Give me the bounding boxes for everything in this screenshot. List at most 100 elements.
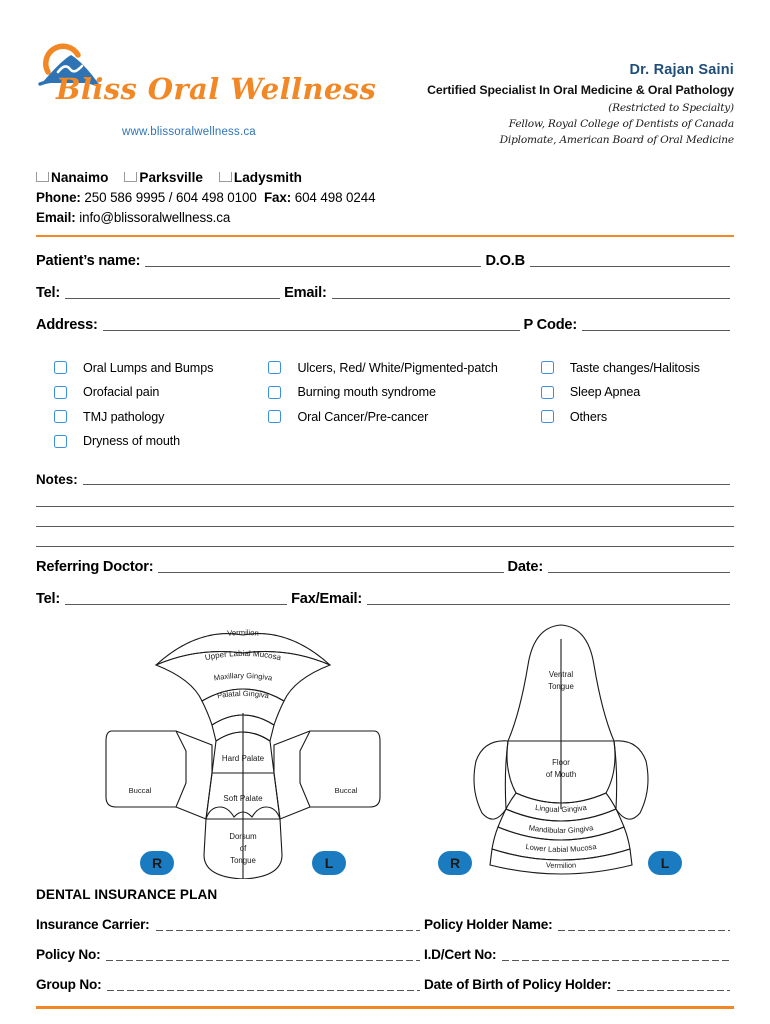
- checkbox-icon[interactable]: [268, 410, 282, 424]
- side-marker-left-label: L: [325, 855, 334, 871]
- insurance-carrier-input[interactable]: [155, 917, 420, 932]
- insurance-section-title: DENTAL INSURANCE PLAN: [36, 887, 218, 903]
- label-ventral-tongue-2: Tongue: [548, 682, 574, 691]
- condition-label: Sleep Apnea: [569, 385, 641, 400]
- checkbox-icon[interactable]: [218, 172, 232, 182]
- checkbox-icon[interactable]: [268, 361, 282, 375]
- location-checkbox-nanaimo[interactable]: Nanaimo: [36, 170, 108, 185]
- condition-burning-mouth-syndrome[interactable]: Burning mouth syndrome: [268, 380, 540, 405]
- policy-no-label: Policy No:: [36, 947, 101, 963]
- label-maxillary-gingiva: Maxillary Gingiva: [213, 671, 274, 683]
- id-cert-no-input[interactable]: [502, 947, 730, 962]
- label-upper-labial-mucosa: Upper Labial Mucosa: [204, 649, 282, 662]
- doctor-credentials: Dr. Rajan Saini Certified Specialist In …: [374, 62, 734, 150]
- referring-tel-input[interactable]: [65, 591, 288, 606]
- checkbox-icon[interactable]: [54, 385, 67, 399]
- label-hard-palate: Hard Palate: [222, 754, 265, 763]
- policy-holder-dob-input[interactable]: [617, 977, 730, 992]
- condition-label: Ulcers, Red/ White/Pigmented-patch: [297, 360, 498, 375]
- policy-holder-name-input[interactable]: [558, 917, 730, 932]
- checkbox-icon[interactable]: [268, 385, 282, 399]
- side-marker-right-label: R: [450, 855, 460, 871]
- side-marker-left: L: [312, 851, 346, 876]
- checkbox-icon[interactable]: [54, 361, 67, 375]
- checkbox-icon[interactable]: [540, 385, 554, 399]
- footer-divider: [36, 1006, 734, 1009]
- side-marker-right-label: R: [152, 855, 162, 871]
- referral-date-input[interactable]: [548, 559, 730, 574]
- phone-fax-line: Phone: 250 586 9995 / 604 498 0100 Fax: …: [36, 190, 734, 205]
- condition-label: Others: [569, 409, 608, 424]
- checkbox-icon[interactable]: [54, 410, 67, 424]
- notes-input-line-4[interactable]: [36, 527, 734, 548]
- location-checkbox-parksville[interactable]: Parksville: [124, 170, 203, 185]
- mandibular-oral-diagram[interactable]: Ventral Tongue Floor of Mouth Lingual Gi…: [436, 621, 686, 879]
- notes-input-line-3[interactable]: [36, 507, 734, 528]
- checkbox-icon[interactable]: [540, 410, 554, 424]
- condition-oral-lumps-and-bumps[interactable]: Oral Lumps and Bumps: [54, 355, 268, 380]
- patient-email-input[interactable]: [331, 285, 730, 300]
- checkbox-icon[interactable]: [36, 172, 49, 182]
- label-soft-palate: Soft Palate: [223, 794, 263, 803]
- label-floor-of-mouth-2: of Mouth: [546, 770, 576, 779]
- condition-taste-changes-halitosis[interactable]: Taste changes/Halitosis: [540, 355, 734, 380]
- condition-label: Orofacial pain: [83, 385, 160, 400]
- mountain-sun-logo-icon: [38, 43, 100, 87]
- label-dorsum-3: Tongue: [230, 856, 256, 865]
- policy-no-input[interactable]: [106, 947, 420, 962]
- patient-tel-row: Tel: Email:: [36, 285, 734, 301]
- patient-tel-input[interactable]: [65, 285, 281, 300]
- id-cert-no-label: I.D/Cert No:: [424, 947, 497, 963]
- label-buccal-left: Buccal: [335, 786, 358, 795]
- condition-ulcers-red-white-pigmented-patch[interactable]: Ulcers, Red/ White/Pigmented-patch: [268, 355, 540, 380]
- form-header: Bliss Oral Wellness www.blissoralwellnes…: [36, 0, 734, 168]
- condition-oral-cancer-pre-cancer[interactable]: Oral Cancer/Pre-cancer: [268, 404, 540, 429]
- condition-sleep-apnea[interactable]: Sleep Apnea: [540, 380, 734, 405]
- insurance-carrier-row: Insurance Carrier: Policy Holder Name:: [36, 917, 734, 932]
- location-label: Nanaimo: [51, 170, 109, 185]
- label-palatal-gingiva: Palatal Gingiva: [216, 689, 270, 701]
- location-checkbox-ladysmith[interactable]: Ladysmith: [218, 170, 302, 185]
- label-lingual-gingiva: Lingual Gingiva: [535, 803, 589, 814]
- referring-doctor-label: Referring Doctor:: [36, 559, 154, 576]
- referring-fax-email-input[interactable]: [367, 591, 730, 606]
- clinic-website[interactable]: www.blissoralwellness.ca: [122, 126, 256, 138]
- conditions-checklist: Oral Lumps and Bumps Orofacial pain TMJ …: [36, 355, 734, 453]
- email-label: Email:: [36, 210, 76, 225]
- label-floor-of-mouth-1: Floor: [552, 758, 570, 767]
- notes-row: Notes:: [36, 471, 734, 487]
- group-no-label: Group No:: [36, 977, 102, 993]
- clinic-locations: Nanaimo Parksville Ladysmith: [36, 170, 734, 185]
- referring-tel-row: Tel: Fax/Email:: [36, 591, 734, 607]
- condition-label: Burning mouth syndrome: [297, 385, 436, 400]
- condition-label: Taste changes/Halitosis: [569, 360, 700, 375]
- condition-tmj-pathology[interactable]: TMJ pathology: [54, 404, 268, 429]
- notes-input-line-2[interactable]: [36, 487, 734, 508]
- patient-email-label: Email:: [284, 285, 327, 302]
- patient-pcode-input[interactable]: [582, 317, 730, 332]
- patient-address-input[interactable]: [102, 317, 520, 332]
- condition-others[interactable]: Others: [540, 404, 734, 429]
- maxillary-oral-diagram[interactable]: Vermilion Upper Labial Mucosa Maxillary …: [98, 621, 388, 880]
- insurance-carrier-label: Insurance Carrier:: [36, 917, 150, 933]
- doctor-fellow: Fellow, Royal College of Dentists of Can…: [508, 118, 734, 130]
- label-vermilion-lower: Vermilion: [546, 861, 577, 871]
- doctor-restriction: (Restricted to Specialty): [608, 102, 734, 114]
- referring-doctor-row: Referring Doctor: Date:: [36, 559, 734, 575]
- email-value: info@blissoralwellness.ca: [79, 210, 231, 225]
- condition-dryness-of-mouth[interactable]: Dryness of mouth: [54, 429, 268, 454]
- patient-dob-input[interactable]: [530, 253, 730, 268]
- referring-doctor-input[interactable]: [158, 559, 504, 574]
- checkbox-icon[interactable]: [124, 172, 138, 182]
- group-no-input[interactable]: [107, 977, 420, 992]
- notes-input-line-1[interactable]: [82, 471, 730, 486]
- checkbox-icon[interactable]: [540, 361, 554, 375]
- patient-address-row: Address: P Code:: [36, 317, 734, 333]
- condition-orofacial-pain[interactable]: Orofacial pain: [54, 380, 268, 405]
- side-marker-left: L: [648, 851, 682, 876]
- policy-holder-dob-label: Date of Birth of Policy Holder:: [424, 977, 612, 993]
- checkbox-icon[interactable]: [54, 434, 67, 448]
- patient-name-input[interactable]: [145, 253, 482, 268]
- patient-tel-label: Tel:: [36, 285, 61, 302]
